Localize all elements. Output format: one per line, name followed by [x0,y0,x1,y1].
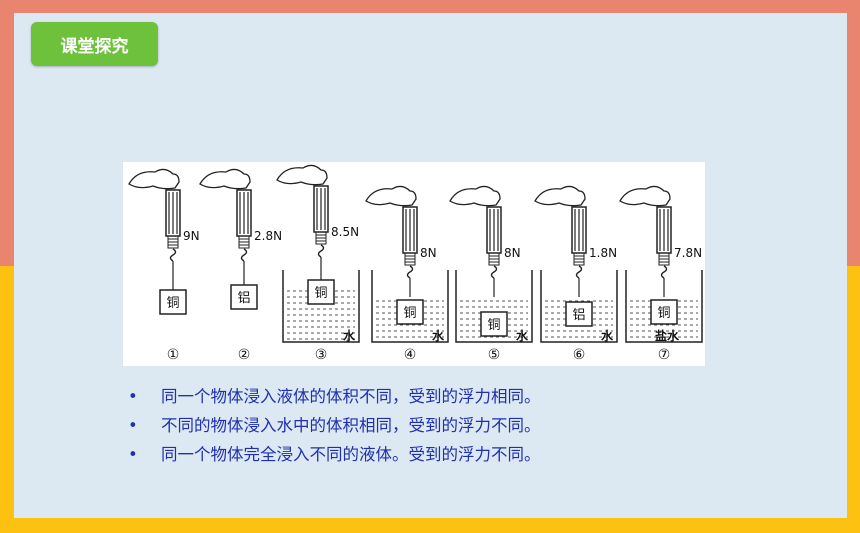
spring-coil [315,240,327,245]
scale-reading: 8N [504,246,521,260]
spring-coil [404,261,416,266]
bullet-marker: • [128,445,138,464]
setup-index: ② [238,347,251,363]
beaker [371,270,449,343]
conclusion-item: • 同一个物体完全浸入不同的液体。受到的浮力不同。 [128,440,541,469]
spring-coil [238,244,250,249]
hand-icon [534,185,586,207]
metal-block [480,311,508,337]
hand-icon [365,185,417,207]
metal-block [159,289,187,315]
hand-icon [449,185,501,207]
beaker [282,270,360,343]
block-label: 铜 [166,296,179,311]
setup-index: ③ [315,347,328,363]
liquid-label: 水 [516,328,529,343]
hand-icon [199,168,251,190]
setup-index: ① [167,347,180,363]
conclusion-item: • 同一个物体浸入液体的体积不同，受到的浮力相同。 [128,382,541,411]
spring-coil [658,261,670,266]
metal-block [230,284,258,310]
hand-icon [128,168,180,190]
block-label: 铜 [314,286,327,301]
block-label: 铝 [572,308,585,323]
bullet-marker: • [128,387,138,406]
spring-coil [488,261,500,266]
experiment-diagram: 铜9N①铝2.8N②水铜8.5N③水铜8N④水铜8N⑤水铝1.8N⑥盐水铜7.8… [128,164,703,363]
hook-icon [169,248,177,262]
setup-index: ⑥ [573,347,586,363]
setup-index: ④ [404,347,417,363]
beaker [540,270,618,343]
spring-coil [573,261,585,266]
hook-icon [490,265,498,279]
liquid-label: 水 [432,328,445,343]
liquid-label: 盐水 [655,328,680,343]
hand-icon [276,164,328,186]
metal-block [650,299,678,325]
beaker [455,270,533,343]
conclusion-text: 同一个物体浸入液体的体积不同，受到的浮力相同。 [161,387,541,406]
liquid-label: 水 [343,328,356,343]
metal-block [307,279,335,305]
hook-icon [575,265,583,279]
hand-icon [619,185,671,207]
metal-block [396,299,424,325]
section-badge: 课堂探究 [31,22,158,66]
scale-reading: 8N [420,246,437,260]
conclusion-text: 同一个物体完全浸入不同的液体。受到的浮力不同。 [161,445,541,464]
bullet-marker: • [128,416,138,435]
beaker [625,270,703,343]
hook-icon [317,244,325,258]
scale-reading: 7.8N [674,246,702,260]
spring-coil [167,244,179,249]
scale-reading: 8.5N [331,225,359,239]
setup-index: ⑤ [488,347,501,363]
hook-icon [660,265,668,279]
conclusion-text: 不同的物体浸入水中的体积相同，受到的浮力不同。 [161,416,541,435]
block-label: 铝 [237,291,250,306]
metal-block [565,301,593,327]
scale-reading: 2.8N [254,229,282,243]
setup-index: ⑦ [658,347,671,363]
scale-reading: 9N [183,229,200,243]
block-label: 铜 [403,306,416,321]
conclusion-item: • 不同的物体浸入水中的体积相同，受到的浮力不同。 [128,411,541,440]
block-label: 铜 [657,306,670,321]
hook-icon [406,265,414,279]
scale-reading: 1.8N [589,246,617,260]
hook-icon [240,248,248,262]
block-label: 铜 [487,318,500,333]
conclusion-list: • 同一个物体浸入液体的体积不同，受到的浮力相同。 • 不同的物体浸入水中的体积… [128,382,541,469]
liquid-label: 水 [601,328,614,343]
